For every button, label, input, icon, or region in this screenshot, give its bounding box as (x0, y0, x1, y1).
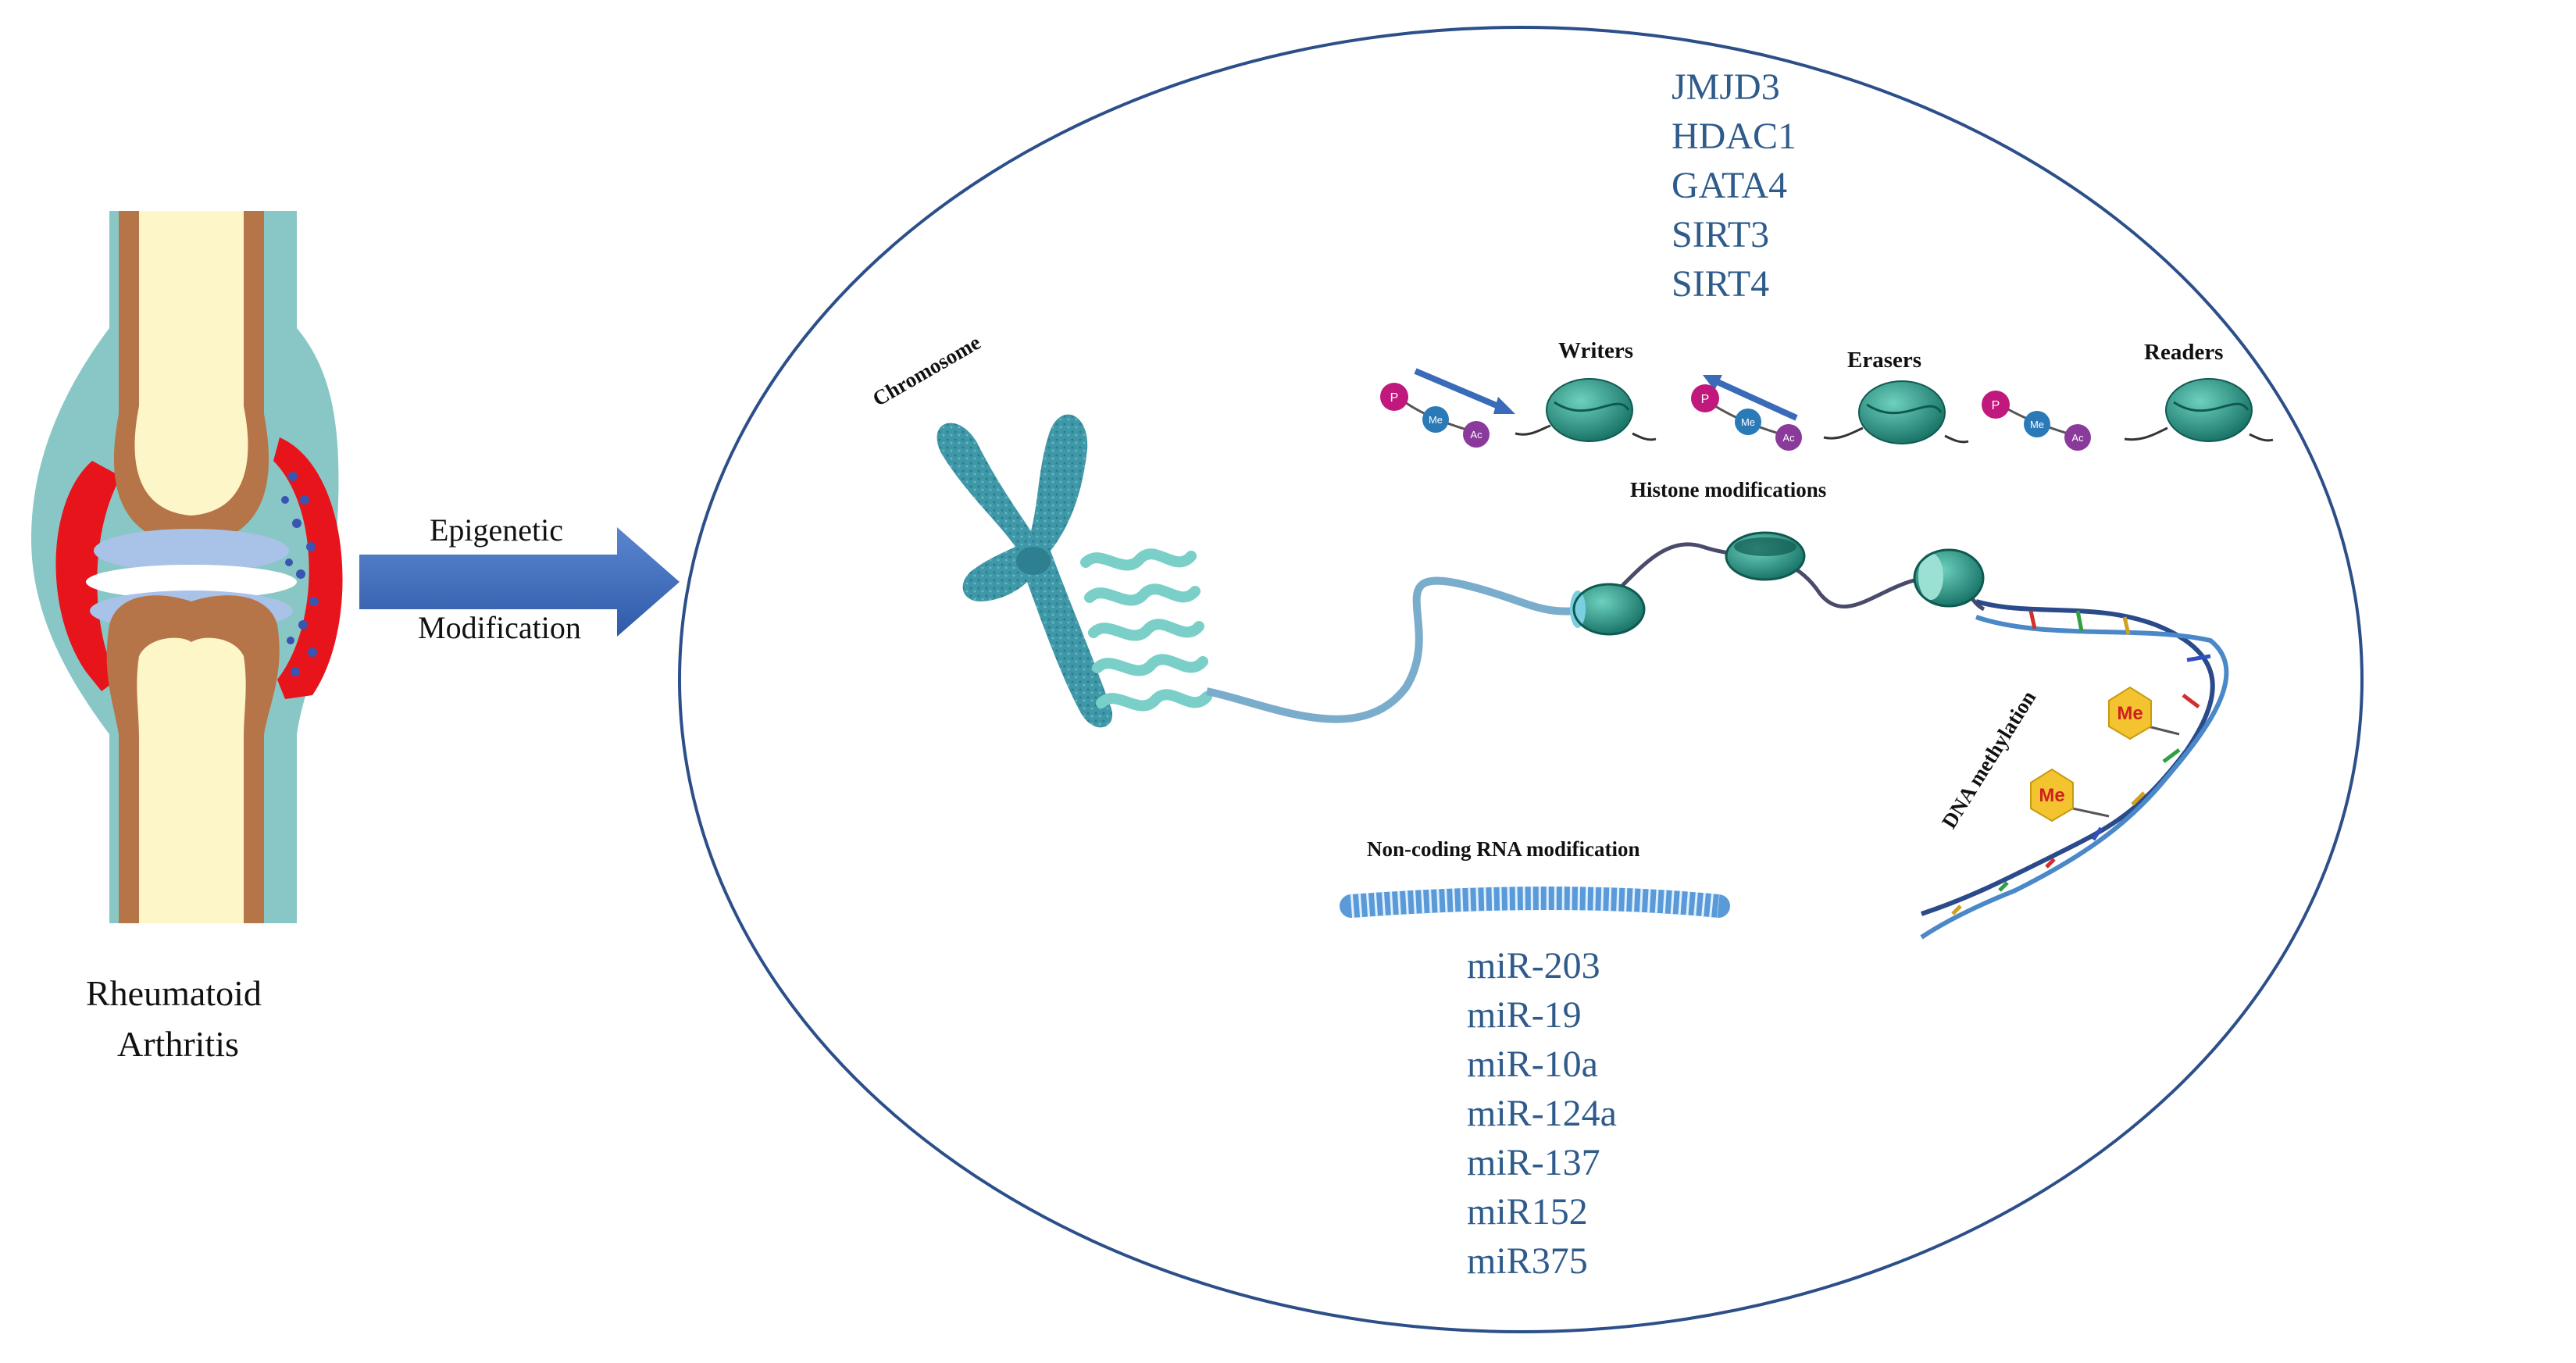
histone-gene-3: GATA4 (1672, 165, 1788, 206)
readers-ac-mark: Ac (2071, 432, 2084, 444)
writers-label: Writers (1558, 338, 1634, 363)
chromosome-illustration (937, 414, 1113, 728)
mirna-2: miR-19 (1467, 994, 1582, 1036)
methyl-label-2: Me (2039, 785, 2064, 806)
methyl-group-1: Me (2108, 686, 2180, 740)
centromere (1016, 547, 1051, 575)
histone-gene-1: JMJD3 (1672, 66, 1780, 108)
erasers-group: P Me Ac (1691, 375, 1969, 451)
readers-group: P Me Ac (1982, 378, 2274, 451)
readers-me-mark: Me (2030, 419, 2044, 430)
upper-marrow (134, 211, 248, 516)
mirna-4: miR-124a (1467, 1093, 1617, 1134)
readers-label: Readers (2144, 340, 2224, 365)
joint-caption-line2: Arthritis (117, 1024, 239, 1064)
joint-space (86, 565, 297, 599)
epigenetic-arrow (359, 527, 680, 637)
ncrna-strand (1340, 887, 1730, 918)
erasers-ac-mark: Ac (1782, 432, 1795, 444)
writers-p-mark: P (1390, 391, 1399, 405)
methyl-group-2: Me (2030, 768, 2110, 822)
mirna-7: miR375 (1467, 1240, 1588, 1282)
mirna-6: miR152 (1467, 1191, 1588, 1233)
writers-group: P Me Ac (1380, 368, 1657, 448)
inflammatory-cells (281, 472, 319, 676)
mirna-1: miR-203 (1467, 945, 1600, 987)
arrow-label-top: Epigenetic (430, 512, 564, 548)
readers-p-mark: P (1992, 399, 2000, 412)
chromatin-fiber (1206, 576, 1594, 723)
chromatin-loops (1080, 548, 1212, 712)
erasers-label: Erasers (1847, 348, 1922, 373)
knee-joint-illustration (31, 211, 343, 923)
histone-modifications-title: Histone modifications (1630, 478, 1827, 501)
mirna-5: miR-137 (1467, 1142, 1600, 1183)
erasers-p-mark: P (1701, 393, 1710, 406)
histone-gene-4: SIRT3 (1672, 214, 1770, 255)
upper-cartilage (94, 529, 289, 573)
methyl-label-1: Me (2117, 703, 2143, 724)
nucleosome-3 (1913, 548, 1985, 608)
synovium-right (273, 437, 343, 699)
writers-ac-mark: Ac (1470, 429, 1482, 441)
histone-gene-5: SIRT4 (1672, 263, 1770, 305)
erasers-me-mark: Me (1741, 416, 1755, 428)
dna-double-helix: Me Me (1920, 599, 2229, 940)
cell-nucleus-ellipse (678, 26, 2364, 1333)
nucleosome-2 (1725, 531, 1806, 581)
synovium-left (55, 461, 121, 691)
ncrna-title: Non-coding RNA modification (1367, 837, 1640, 861)
lower-marrow (137, 637, 246, 923)
writers-me-mark: Me (1429, 414, 1443, 426)
arrow-label-bottom: Modification (418, 610, 581, 645)
mirna-3: miR-10a (1467, 1044, 1598, 1085)
nucleosome-1 (1570, 583, 1646, 636)
histone-gene-2: HDAC1 (1672, 116, 1797, 157)
joint-caption-line1: Rheumatoid (86, 973, 262, 1013)
